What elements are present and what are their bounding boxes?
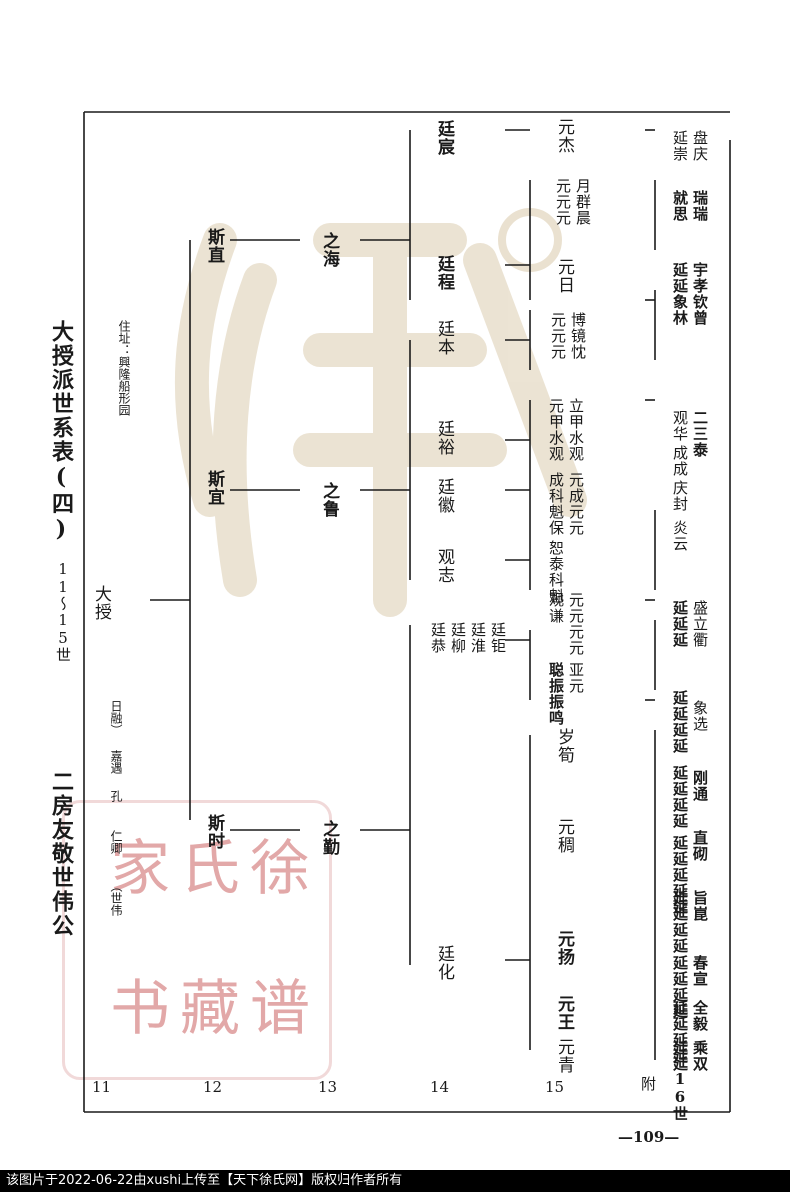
person-name: 廷程: [434, 255, 454, 291]
person-name: 盘庆: [691, 130, 709, 162]
person-name: 元元元: [549, 312, 567, 360]
person-name: 廷裕: [434, 420, 454, 456]
person-name: 大授: [91, 585, 111, 621]
person-name: 元杰: [554, 118, 574, 154]
collection-seal: [62, 800, 332, 1080]
person-name: 盛立衢: [691, 600, 709, 648]
people-note: 日融）: [109, 700, 123, 736]
person-name: 炎云: [671, 520, 689, 552]
page-title: 二房友敬世伟公: [48, 770, 74, 938]
person-name: 延延象林: [671, 262, 689, 326]
person-name: 刚通: [691, 770, 709, 802]
people-note: 仁卿: [109, 830, 123, 854]
person-name: 元成元元: [567, 472, 585, 536]
people-note: 孔: [109, 790, 123, 802]
person-name: 元王: [554, 995, 574, 1031]
person-name: 斯宜: [204, 470, 224, 506]
person-name: 斯直: [204, 228, 224, 264]
person-name: 廷恭: [429, 622, 447, 654]
seal-char: 氏: [180, 834, 240, 904]
person-name: 延崇: [671, 130, 689, 162]
person-name: 岁筍: [554, 728, 574, 764]
person-name: 延延延延: [671, 690, 689, 754]
person-name: 之鲁: [319, 482, 339, 518]
person-name: 全毅: [691, 1000, 709, 1032]
person-name: 元日: [554, 258, 574, 294]
person-name: 元甲水观: [547, 398, 565, 462]
person-name: 延延延延: [671, 955, 689, 1019]
person-name: 乘双: [691, 1040, 709, 1072]
person-name: 廷柳: [449, 622, 467, 654]
person-name: 元元元: [554, 178, 572, 226]
person-name: 直砌: [691, 830, 709, 862]
person-name: 之海: [319, 232, 339, 268]
person-name: 聪振振鸣: [547, 662, 565, 726]
person-name: 宇孝钦曾: [691, 262, 709, 326]
person-name: 象选: [691, 700, 709, 732]
generation-label: 附: [639, 1076, 657, 1091]
person-name: 延延延延: [671, 765, 689, 829]
person-name: 延延延延延: [671, 835, 689, 915]
generation-label: 12: [203, 1078, 223, 1096]
person-name: 延延延延: [671, 1000, 689, 1064]
person-name: 廷宸: [434, 120, 454, 156]
person-name: 就思: [671, 190, 689, 222]
person-name: 元稠: [554, 818, 574, 854]
seal-char: 藏: [180, 974, 240, 1044]
person-name: 恕泰科魁: [547, 540, 565, 604]
page-number: —109—: [618, 1128, 680, 1146]
person-name: 成成: [671, 445, 689, 477]
generation-label: 13: [318, 1078, 338, 1096]
person-name: 廷钜: [489, 622, 507, 654]
person-name: 庆封: [671, 480, 689, 512]
person-name: 廷化: [434, 945, 454, 981]
person-name: 立甲水观: [567, 398, 585, 462]
seal-char: 家: [110, 834, 170, 904]
seal-char: 谱: [250, 974, 310, 1044]
generation-label: 16世: [671, 1070, 689, 1121]
seal-char: 徐: [250, 834, 310, 904]
person-name: 观志: [434, 548, 454, 584]
person-name: 廷徽: [434, 478, 454, 514]
person-name: 观谦: [547, 592, 565, 624]
upload-footer: 该图片于2022-06-22由xushi上传至【天下徐氏网】版权归作者所有: [0, 1170, 790, 1192]
person-name: 春宣: [691, 955, 709, 987]
person-name: 月群晨: [574, 178, 592, 226]
person-name: 亚元: [567, 662, 585, 694]
person-name: 观华: [671, 410, 689, 442]
residence-note: 住址：興隆船形园: [117, 320, 131, 416]
person-name: 延延延: [671, 600, 689, 648]
table-title: 大授派世系表(四): [48, 320, 74, 544]
person-name: 瑞瑞: [691, 190, 709, 222]
person-name: 延延: [671, 1040, 689, 1072]
person-name: 博镜忱: [569, 312, 587, 360]
person-name: 斯时: [204, 814, 224, 850]
people-note: （世伟: [109, 880, 123, 916]
seal-char: 书: [110, 974, 170, 1044]
generation-label: 15: [545, 1078, 565, 1096]
person-name: 元元元元: [567, 592, 585, 656]
person-name: 成科魁保: [547, 472, 565, 536]
person-name: 元青: [554, 1038, 574, 1074]
person-name: 延延延延: [671, 890, 689, 954]
generation-range: 11～15世: [54, 560, 72, 662]
generation-label: 14: [430, 1078, 450, 1096]
person-name: 旨崑: [691, 890, 709, 922]
generation-label: 11: [92, 1078, 112, 1096]
person-name: 二三泰: [691, 410, 709, 458]
people-note: 嘉遇: [109, 750, 123, 774]
person-name: 廷本: [434, 320, 454, 356]
person-name: 之勤: [319, 820, 339, 856]
person-name: 元扬: [554, 930, 574, 966]
person-name: 廷淮: [469, 622, 487, 654]
